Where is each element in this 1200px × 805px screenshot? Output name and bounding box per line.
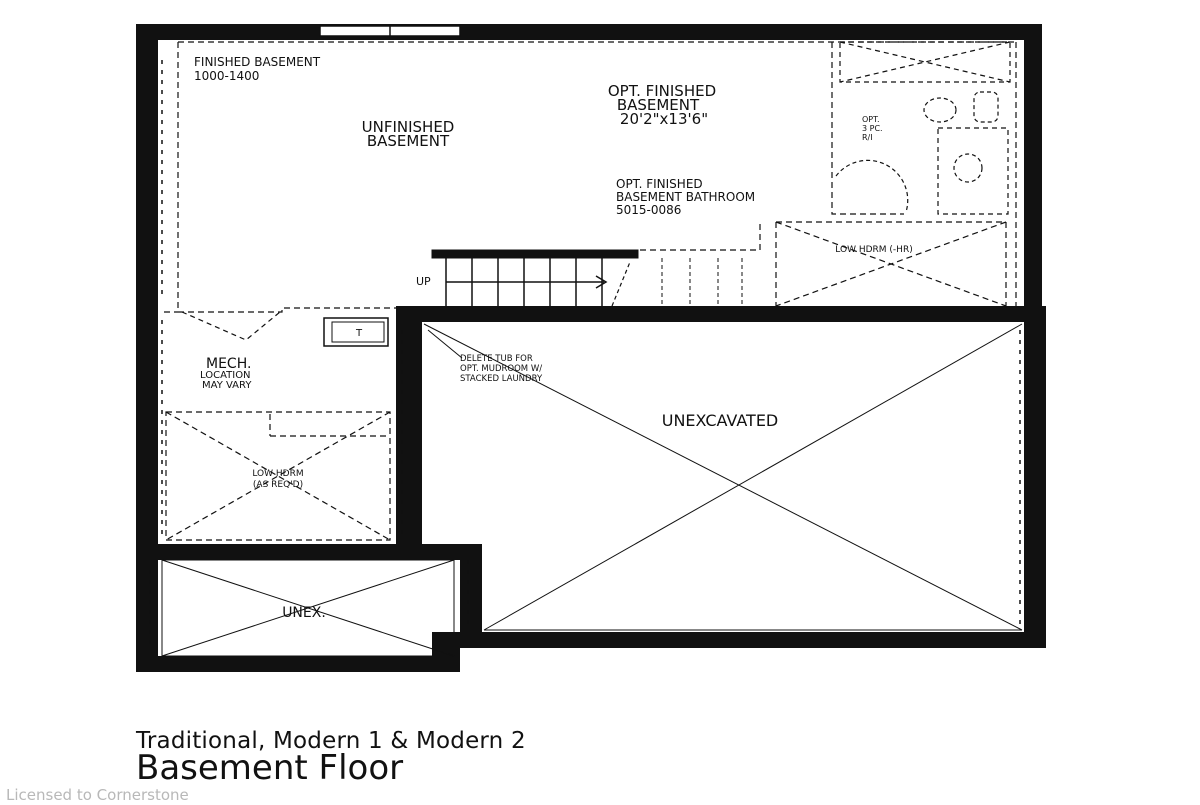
opt-finished-basement-label: OPT. FINISHED xyxy=(608,82,716,100)
unexcavated-label: UNEXCAVATED xyxy=(662,411,779,430)
opt-bathroom-label: OPT. FINISHED xyxy=(616,177,703,191)
stairs-up-label: UP xyxy=(416,275,431,288)
opt-finished-basement-label-2: BASEMENT xyxy=(617,96,700,114)
low-headroom-label: LOW HDRM xyxy=(252,469,303,479)
opt-3pc-label-3: R/I xyxy=(862,133,873,142)
mech-location-label: LOCATION xyxy=(200,370,251,381)
delete-tub-label: DELETE TUB FOR xyxy=(460,354,533,364)
unexcavated-area xyxy=(423,323,1023,631)
finished-basement-outline xyxy=(164,41,1017,313)
exterior-walls xyxy=(136,24,1046,672)
finished-basement-range: 1000-1400 xyxy=(194,69,259,83)
unex-label: UNEX. xyxy=(282,605,326,621)
opt-3pc-label-2: 3 PC. xyxy=(862,124,883,133)
door-swing xyxy=(181,311,281,341)
opt-3pc-label: OPT. xyxy=(862,115,880,124)
caption-title: Basement Floor xyxy=(136,748,404,788)
opt-bathroom-code: 5015-0086 xyxy=(616,203,681,217)
unex-area xyxy=(161,559,455,657)
watermark: Licensed to Cornerstone xyxy=(6,786,189,804)
low-headroom-req-label: (AS REQ'D) xyxy=(253,480,303,490)
unfinished-basement-label-2: BASEMENT xyxy=(367,132,450,150)
low-headroom-hr-label: LOW HDRM (-HR) xyxy=(835,245,912,255)
finished-basement-label: FINISHED BASEMENT xyxy=(194,55,321,69)
basement-window xyxy=(319,25,461,37)
laundry-tub xyxy=(323,317,389,347)
mech-label: MECH. xyxy=(206,356,251,372)
opt-bathroom-label-2: BASEMENT BATHROOM xyxy=(616,190,755,204)
delete-tub-leader xyxy=(427,329,463,359)
stairs xyxy=(431,249,743,307)
delete-tub-label-2: OPT. MUDROOM W/ xyxy=(460,364,542,374)
bathroom-fixtures xyxy=(835,41,1011,215)
delete-tub-label-3: STACKED LAUNDRY xyxy=(460,374,543,384)
mech-vary-label: MAY VARY xyxy=(202,380,252,391)
unfinished-basement-label: UNFINISHED xyxy=(362,118,455,136)
low-headroom-area xyxy=(165,411,391,541)
tub-symbol-label: T xyxy=(355,328,363,339)
wall-dash-marks xyxy=(149,60,1021,650)
caption-subtitle: Traditional, Modern 1 & Modern 2 xyxy=(136,728,526,754)
opt-finished-basement-dims: 20'2"x13'6" xyxy=(620,110,708,128)
